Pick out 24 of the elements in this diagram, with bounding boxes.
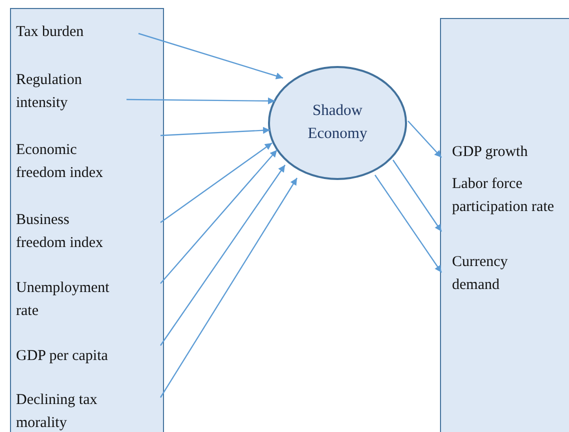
arrow	[160, 164, 286, 346]
arrow	[408, 120, 442, 158]
factor-label: Declining tax morality	[16, 391, 98, 432]
arrow	[160, 142, 272, 223]
arrow	[392, 160, 442, 232]
factor-label: Tax burden	[16, 23, 85, 42]
factor-label: Labor force participation rate	[452, 175, 556, 217]
factor-label: GDP per capita	[16, 347, 109, 366]
node-label: Shadow Economy	[306, 101, 368, 144]
arrow	[160, 150, 278, 284]
factor-label: Regulation intensity	[16, 71, 83, 113]
arrow	[160, 126, 270, 136]
arrow	[160, 178, 298, 398]
panel-box	[10, 8, 164, 432]
factor-label: Economic freedom index	[16, 141, 104, 183]
factor-label: Business freedom index	[16, 211, 104, 253]
arrow	[138, 32, 284, 80]
panel-box	[440, 18, 569, 432]
arrow	[374, 174, 442, 273]
ellipse-node	[268, 66, 407, 180]
factor-label: GDP growth	[452, 143, 529, 162]
arrow	[126, 97, 275, 104]
factor-label: Unemployment rate	[16, 279, 110, 321]
factor-label: Currency demand	[452, 253, 509, 295]
